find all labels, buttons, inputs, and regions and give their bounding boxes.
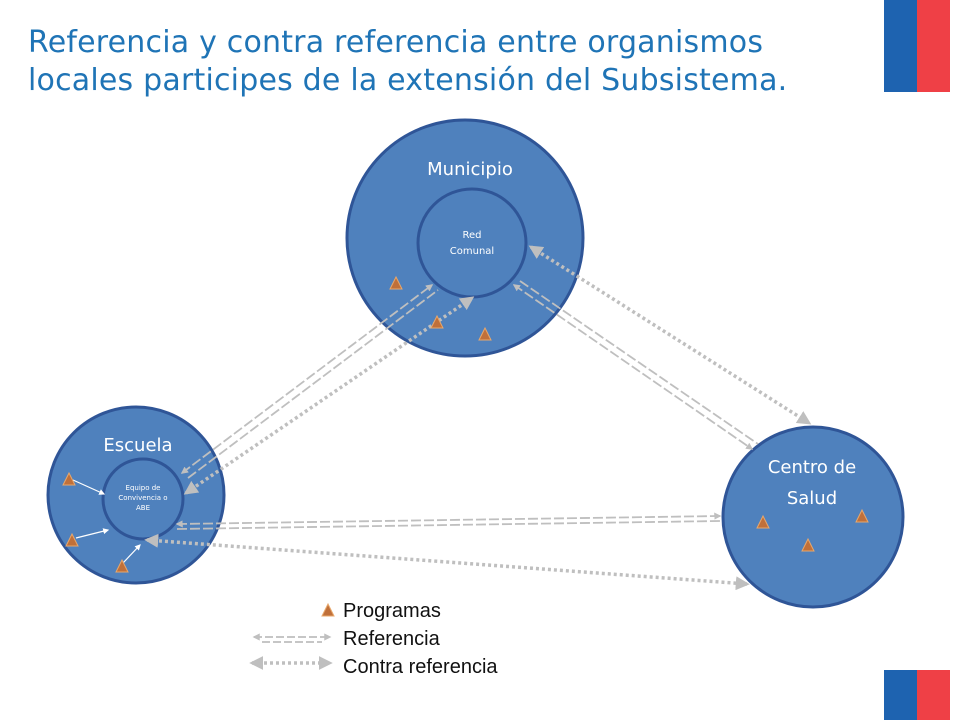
municipio-node: Municipio Red Comunal <box>345 118 585 358</box>
red-comunal-line2: Comunal <box>450 246 494 257</box>
equipo-line1: Equipo de <box>126 484 161 492</box>
title-line-1: Referencia y contra referencia entre org… <box>28 25 764 60</box>
referencia-escuela-municipio-inner <box>187 289 439 479</box>
equipo-line2: Convivencia o <box>118 494 167 502</box>
red-comunal-line1: Red <box>463 230 482 241</box>
legend-referencia-label: Referencia <box>343 628 440 650</box>
programa-triangle-icon <box>389 275 403 290</box>
contra-municipio-centro <box>528 245 812 425</box>
page-title: Referencia y contra referencia entre org… <box>28 24 848 100</box>
legend-contra-referencia-label: Contra referencia <box>343 656 498 678</box>
centro-salud-line1: Centro de <box>768 457 856 478</box>
legend-programas-label: Programas <box>343 600 441 622</box>
escuela-label: Escuela <box>103 435 172 456</box>
referencia-escuela-municipio <box>180 284 434 474</box>
escuela-node: Escuela Equipo de Convivencia o ABE <box>46 405 226 585</box>
programa-arrows <box>72 479 141 564</box>
municipio-label: Municipio <box>427 159 513 180</box>
centro-salud-line2: Salud <box>787 488 837 509</box>
legend-symbols <box>249 602 335 670</box>
referencia-municipio-centro <box>512 284 754 450</box>
contra-escuela-municipio <box>183 296 475 495</box>
programa-triangle-icon <box>115 558 129 573</box>
programa-triangle-icon <box>62 471 76 486</box>
centro-salud-node: Centro de Salud <box>721 425 905 609</box>
programa-triangles <box>62 275 869 573</box>
programa-triangle-icon <box>65 532 79 547</box>
chile-flag-icon-bottom <box>884 670 950 720</box>
programa-triangle-icon <box>478 326 492 341</box>
chile-flag-icon-top <box>884 0 950 92</box>
equipo-line3: ABE <box>136 504 150 512</box>
equipo-convivencia-circle <box>101 457 185 541</box>
legend-referencia-icon <box>252 633 332 643</box>
programa-triangle-icon <box>855 508 869 523</box>
title-line-2: locales participes de la extensión del S… <box>28 63 788 98</box>
red-comunal-circle <box>416 187 528 299</box>
programa-triangle-icon <box>756 514 770 529</box>
programa-triangle-icon <box>801 537 815 552</box>
contra-escuela-centro <box>144 533 750 591</box>
programa-triangle-icon <box>430 314 444 329</box>
legend-programas-icon <box>321 602 335 617</box>
contra-referencia-arrows <box>144 245 812 591</box>
referencia-municipio-centro-inner <box>519 280 759 445</box>
